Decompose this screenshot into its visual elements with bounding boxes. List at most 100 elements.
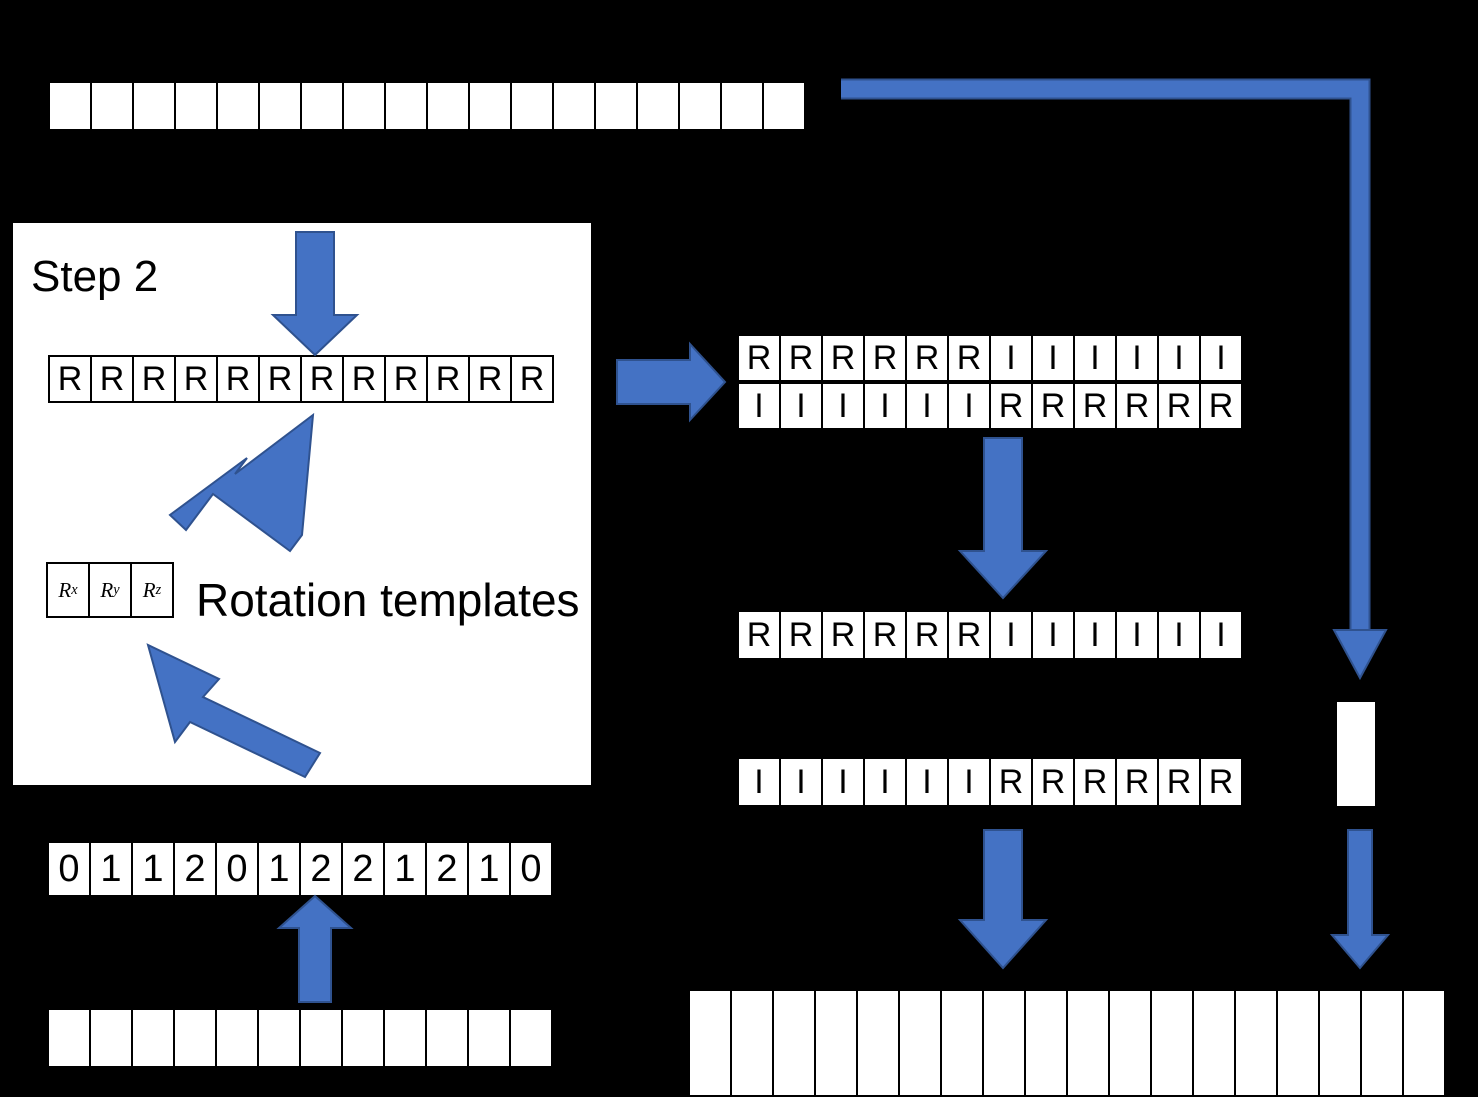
digits-cell: 1 [131, 841, 175, 897]
interleaved-top-cell: I [1031, 334, 1075, 382]
empty-row-left-cell [131, 1008, 175, 1068]
interleaved-top-cell: R [863, 334, 907, 382]
digits-cell: 1 [467, 841, 511, 897]
bottom-output-cell [898, 989, 942, 1097]
interleaved-top-cell: R [947, 334, 991, 382]
top-input-cell [594, 81, 638, 131]
interleaved-bottom-cell: R [1199, 382, 1243, 430]
top-input-cell [132, 81, 176, 131]
up-arrow-to-digits [276, 894, 354, 1003]
rotation-row-cell: R [426, 355, 470, 403]
page-title: Step 2 [31, 252, 159, 301]
bottom-output-cell [1192, 989, 1236, 1097]
top-input-cell [216, 81, 260, 131]
empty-row-left-cell [425, 1008, 469, 1068]
strip-single-cell [1335, 700, 1377, 808]
digits-cell: 1 [383, 841, 427, 897]
rotation-row-cell: R [216, 355, 260, 403]
top-input-cell [636, 81, 680, 131]
rotation-row-cell: R [300, 355, 344, 403]
digits-cell: 2 [341, 841, 385, 897]
selected-second-cell: R [1115, 757, 1159, 807]
bottom-output-cell [1402, 989, 1446, 1097]
selected-first-cell: R [821, 610, 865, 660]
bottom-output-cell [730, 989, 774, 1097]
selected-second-cell: I [821, 757, 865, 807]
down-arrow-from-single-cell [1329, 829, 1391, 970]
top-input-cell [384, 81, 428, 131]
rotation-row-cell: R [468, 355, 512, 403]
bottom-output-cell [814, 989, 858, 1097]
rotation-template-base: R [100, 577, 114, 602]
empty-row-left-cell [299, 1008, 343, 1068]
top-input-cell [468, 81, 512, 131]
selected-second-cell: I [905, 757, 949, 807]
bottom-output-cell [1150, 989, 1194, 1097]
digits-cell: 0 [509, 841, 553, 897]
empty-row-left-cell [173, 1008, 217, 1068]
interleaved-top-cell: I [1073, 334, 1117, 382]
selected-second-cell: R [989, 757, 1033, 807]
top-input-cell [48, 81, 92, 131]
single-cell-cell [1335, 700, 1377, 808]
strip-top-input [48, 81, 806, 131]
rotation-row-cell: R [510, 355, 554, 403]
top-input-cell [678, 81, 722, 131]
selected-first-cell: R [905, 610, 949, 660]
interleaved-top-cell: R [905, 334, 949, 382]
rotation-row-cell: R [90, 355, 134, 403]
top-input-cell [510, 81, 554, 131]
digits-cell: 1 [89, 841, 133, 897]
rotation-row-cell: R [132, 355, 176, 403]
empty-row-left-cell [215, 1008, 259, 1068]
down-arrow-to-selected-first [957, 437, 1049, 600]
right-arrow-to-interleaved [616, 341, 727, 423]
selected-second-cell: R [1073, 757, 1117, 807]
interleaved-bottom-cell: R [1157, 382, 1201, 430]
interleaved-bottom-cell: I [863, 382, 907, 430]
rotation-templates-caption: Rotation templates [196, 574, 580, 626]
strip-bottom-output [688, 989, 1446, 1097]
selected-second-cell: R [1199, 757, 1243, 807]
selected-second-cell: I [737, 757, 781, 807]
rotation-template-base: R [142, 577, 156, 602]
rotation-template-base: R [58, 577, 72, 602]
selected-first-cell: I [1031, 610, 1075, 660]
selected-first-cell: I [1115, 610, 1159, 660]
empty-row-left-cell [383, 1008, 427, 1068]
selected-second-cell: R [1157, 757, 1201, 807]
interleaved-bottom-cell: R [1031, 382, 1075, 430]
bottom-output-cell [940, 989, 984, 1097]
bottom-output-cell [982, 989, 1026, 1097]
interleaved-bottom-cell: R [1073, 382, 1117, 430]
selected-second-cell: I [947, 757, 991, 807]
strip-empty-row-left [47, 1008, 553, 1068]
top-input-cell [90, 81, 134, 131]
top-input-cell [720, 81, 764, 131]
step2-panel [13, 223, 591, 785]
selected-first-cell: I [1199, 610, 1243, 660]
rotation-template-subscript: y [113, 581, 120, 598]
bottom-output-cell [772, 989, 816, 1097]
interleaved-top-cell: R [737, 334, 781, 382]
bottom-output-cell [856, 989, 900, 1097]
interleaved-top-cell: R [821, 334, 865, 382]
digits-cell: 1 [257, 841, 301, 897]
interleaved-bottom-cell: I [905, 382, 949, 430]
interleaved-top-cell: I [1199, 334, 1243, 382]
rotation-template-subscript: x [71, 581, 78, 598]
bottom-output-cell [1024, 989, 1068, 1097]
selected-first-cell: R [779, 610, 823, 660]
digits-cell: 0 [47, 841, 91, 897]
rotation-row-cell: R [174, 355, 218, 403]
digits-cell: 2 [299, 841, 343, 897]
rotation-template-subscript: z [155, 581, 162, 598]
selected-first-cell: I [989, 610, 1033, 660]
interleaved-bottom-cell: R [1115, 382, 1159, 430]
